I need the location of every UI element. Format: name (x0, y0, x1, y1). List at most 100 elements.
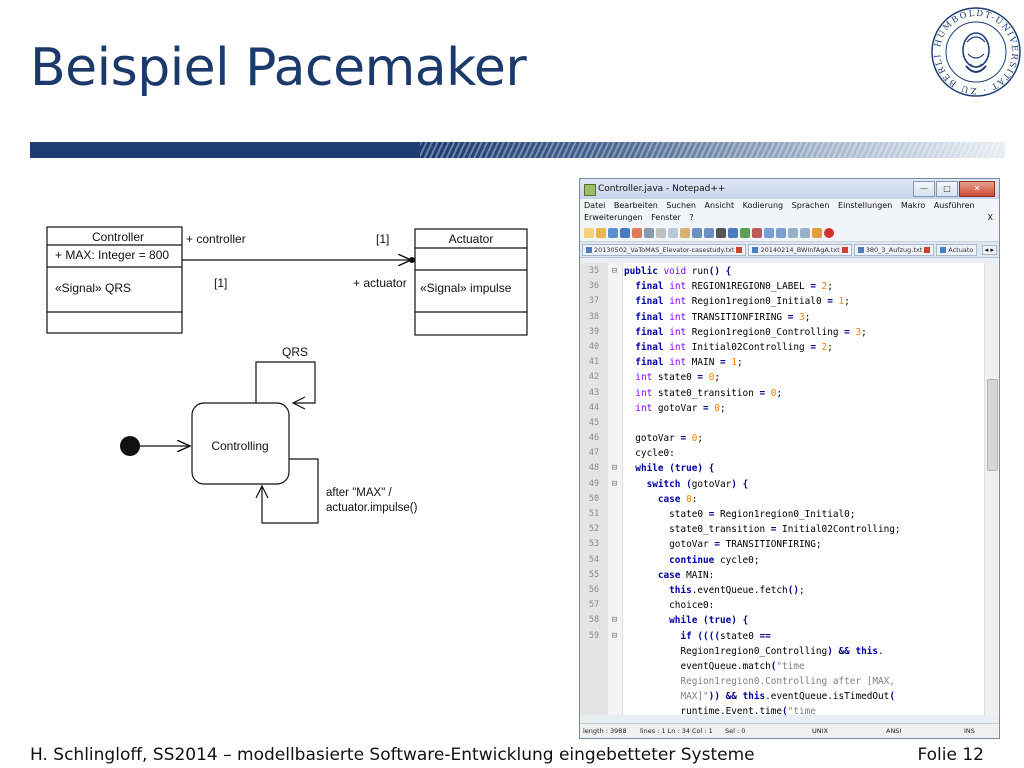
tab-file-4[interactable]: Actuato (936, 243, 978, 256)
close-button[interactable]: ✕ (959, 181, 995, 197)
menu-fenster[interactable]: Fenster (651, 213, 681, 222)
code-line: 59⊟ if ((((state0 == (588, 630, 771, 642)
find-icon[interactable] (716, 228, 726, 238)
tab-file-1[interactable]: 20130502_VaToMAS_Elevator-casestudy.txt (582, 243, 747, 256)
menu-sprachen[interactable]: Sprachen (791, 201, 830, 210)
timeout-label-line1: after "MAX" / (326, 487, 392, 499)
tab-label: 380_3_Aufzug.txt (865, 245, 923, 254)
code-line: 38 final int TRANSITIONFIRING = 3; (588, 311, 811, 323)
print-icon[interactable] (644, 228, 654, 238)
controller-attribute: + MAX: Integer = 800 (55, 248, 169, 262)
indent-guide-icon[interactable] (800, 228, 810, 238)
code-line: 58⊟ while (true) { (588, 615, 749, 627)
menu-help[interactable]: ? (689, 213, 694, 222)
code-line: 44 int gotoVar = 0; (588, 402, 726, 414)
zoom-in-icon[interactable] (740, 228, 750, 238)
status-length: length : 3988 (583, 727, 627, 735)
role-actuator-label: + actuator (353, 276, 407, 290)
new-file-icon[interactable] (584, 228, 594, 238)
tab-close-icon[interactable] (924, 246, 931, 253)
menu-ansicht[interactable]: Ansicht (704, 201, 735, 210)
code-line: 52 state0_transition = Initial02Controll… (588, 524, 901, 536)
file-icon (586, 246, 592, 253)
record-macro-icon[interactable] (824, 228, 834, 238)
controller-operation: «Signal» QRS (55, 281, 131, 295)
menu-ausfuehren[interactable]: Ausführen (933, 201, 975, 210)
tab-close-icon[interactable] (841, 246, 848, 253)
sync-scroll-icon[interactable] (764, 228, 774, 238)
undo-icon[interactable] (692, 228, 702, 238)
actuator-operation: «Signal» impulse (420, 281, 512, 295)
code-line: 56 this.eventQueue.fetch(); (588, 584, 805, 596)
menu-einstellungen[interactable]: Einstellungen (838, 201, 893, 210)
tab-file-3[interactable]: 380_3_Aufzug.txt (853, 243, 935, 256)
code-line: 50 case 0: (588, 493, 698, 505)
status-bar: length : 3988 lines : 1 Ln : 34 Col : 1 … (580, 723, 999, 738)
window-titlebar: Controller.java - Notepad++ — □ ✕ (580, 179, 999, 199)
code-line: eventQueue.match("time (624, 660, 805, 672)
fold-margin (608, 263, 623, 715)
uml-diagram: Controller + MAX: Integer = 800 «Signal»… (46, 226, 528, 524)
code-line: 41 final int MAIN = 1; (588, 357, 743, 369)
code-line: 37 final int Region1region0_Initial0 = 1… (588, 296, 850, 308)
status-sel: Sel : 0 (725, 727, 746, 735)
timeout-label-line2: actuator.impulse() (326, 502, 418, 514)
header-band-texture (420, 142, 1005, 158)
role-controller-label: + controller (186, 232, 246, 246)
menu-datei[interactable]: Datei (584, 201, 606, 210)
tab-file-2[interactable]: 20140214_BWInfAgA.txt (748, 243, 852, 256)
notepad-app-icon (584, 184, 596, 196)
qrs-self-transition (255, 361, 316, 404)
association-ownership-dot (409, 257, 415, 263)
replace-icon[interactable] (728, 228, 738, 238)
menu-bar: Datei Bearbeiten Suchen Ansicht Kodierun… (580, 199, 999, 225)
cut-icon[interactable] (656, 228, 666, 238)
code-line: Region1region0.Controlling after [MAX, (624, 676, 895, 688)
controller-class-name: Controller (92, 230, 144, 244)
code-line: 57 choice0: (588, 600, 715, 612)
scrollbar-thumb[interactable] (987, 379, 998, 471)
code-line: 54 continue cycle0; (588, 554, 760, 566)
open-file-icon[interactable] (596, 228, 606, 238)
code-line: 43 int state0_transition = 0; (588, 387, 783, 399)
paste-icon[interactable] (680, 228, 690, 238)
timeout-self-transition (261, 458, 319, 524)
code-line: Region1region0_Controlling) && this. (624, 645, 884, 657)
footer-text: H. Schlingloff, SS2014 – modellbasierte … (30, 745, 755, 765)
vertical-scrollbar[interactable] (984, 263, 999, 715)
toolbar (580, 225, 999, 242)
show-all-chars-icon[interactable] (788, 228, 798, 238)
code-line: 47 cycle0: (588, 448, 675, 460)
menu-kodierung[interactable]: Kodierung (742, 201, 784, 210)
save-icon[interactable] (608, 228, 618, 238)
state-controlling-label: Controlling (211, 439, 268, 453)
save-all-icon[interactable] (620, 228, 630, 238)
redo-icon[interactable] (704, 228, 714, 238)
code-editor[interactable]: 35⊟public void run() { 36 final int REGI… (580, 263, 999, 715)
menu-erweiterungen[interactable]: Erweiterungen (584, 213, 643, 222)
zoom-out-icon[interactable] (752, 228, 762, 238)
doc-map-icon[interactable] (812, 228, 822, 238)
status-encoding: ANSI (886, 727, 902, 735)
code-line: 53 gotoVar = TRANSITIONFIRING; (588, 539, 822, 551)
multiplicity-left: [1] (214, 276, 227, 290)
document-close-button[interactable]: X (987, 213, 993, 222)
menu-bearbeiten[interactable]: Bearbeiten (613, 201, 658, 210)
tab-scroll-arrows[interactable]: ◂ ▸ (981, 244, 997, 255)
menu-suchen[interactable]: Suchen (666, 201, 696, 210)
word-wrap-icon[interactable] (776, 228, 786, 238)
status-insert-mode: INS (964, 727, 975, 735)
code-line: 35⊟public void run() { (588, 266, 732, 277)
minimize-button[interactable]: — (913, 181, 935, 197)
actuator-class-box: Actuator «Signal» impulse (414, 228, 528, 336)
qrs-trigger-label: QRS (282, 345, 308, 359)
copy-icon[interactable] (668, 228, 678, 238)
maximize-button[interactable]: □ (936, 181, 958, 197)
menu-makro[interactable]: Makro (900, 201, 926, 210)
window-title: Controller.java - Notepad++ (598, 184, 726, 194)
status-lines: lines : 1 Ln : 34 (640, 727, 690, 735)
code-line: 51 state0 = Region1region0_Initial0; (588, 509, 856, 520)
close-file-icon[interactable] (632, 228, 642, 238)
file-tabs: 20130502_VaToMAS_Elevator-casestudy.txt … (580, 242, 999, 258)
tab-close-icon[interactable] (736, 246, 743, 253)
